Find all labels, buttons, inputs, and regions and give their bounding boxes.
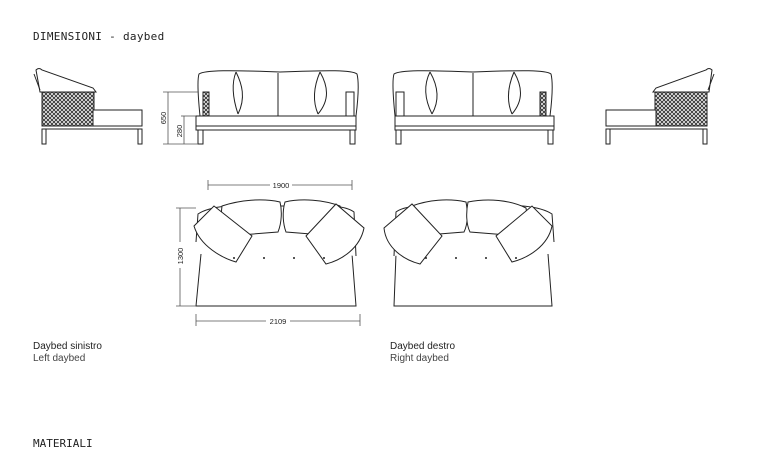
length-dimension [195,314,361,326]
next-section-title: MATERIALI [33,437,93,450]
height-dimension [163,91,198,145]
side-view-right [605,68,715,145]
side-view-left [33,68,143,145]
caption-left-italian: Daybed sinistro [33,341,102,352]
caption-left-english: Left daybed [33,353,86,364]
caption-right-italian: Daybed destro [390,341,456,352]
top-view-right-buttons [425,257,517,259]
caption-right-daybed: Daybed destro Right daybed [390,341,455,365]
depth-dimension [176,207,196,307]
top-view-left-buttons [233,257,325,259]
dimension-length: 2109 [270,317,287,326]
page-title: DIMENSIONI - daybed [33,30,165,43]
top-view-right [383,199,555,307]
front-view-right [392,70,555,145]
dimension-height: 650 [159,112,168,125]
dimension-seat-height: 280 [175,125,184,138]
dimension-width: 1900 [273,181,290,190]
front-view-left [195,70,359,145]
top-view-left [193,199,365,307]
caption-right-english: Right daybed [390,353,449,364]
caption-left-daybed: Daybed sinistro Left daybed [33,341,102,365]
width-dimension [207,180,353,190]
dimension-depth: 1300 [176,248,185,265]
